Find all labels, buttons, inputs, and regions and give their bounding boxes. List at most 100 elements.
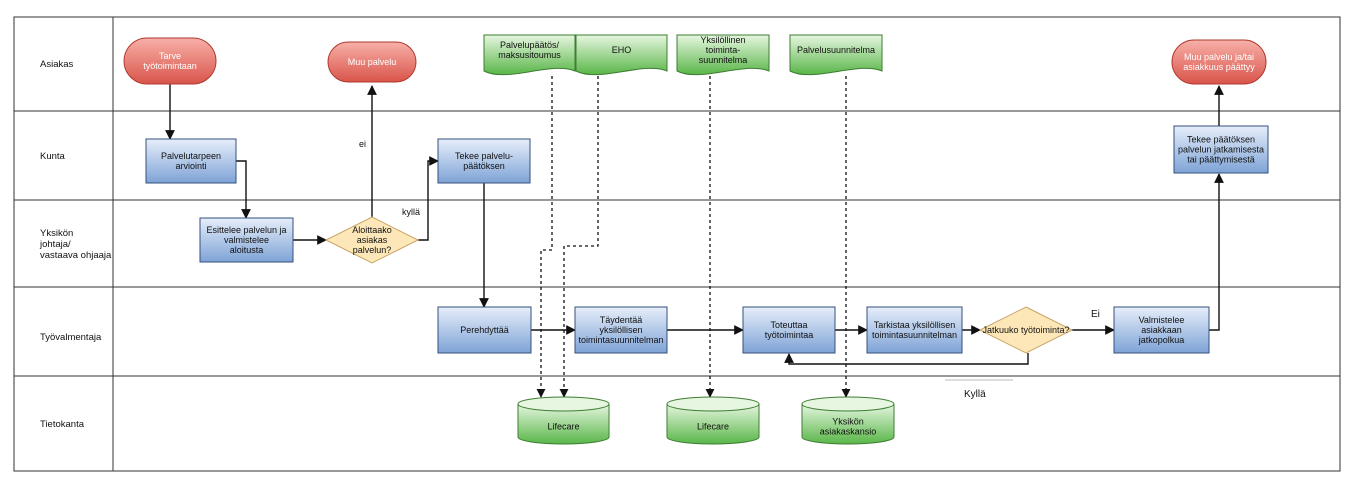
node-text-doc-eho-0: EHO — [612, 45, 632, 55]
shape-valmistelee — [1113, 306, 1210, 354]
edge-arviointi-to-esittelee — [236, 160, 251, 219]
node-text-doc-palvelupaatos-0: Palvelupäätös/ — [500, 40, 560, 50]
node-text-muu-palvelu-paattyy-0: Muu palvelu ja/tai — [1184, 52, 1254, 62]
shape-tarve — [123, 37, 217, 85]
lane-label-yksikko-2: vastaava ohjaaja — [40, 250, 112, 261]
node-text-muu-palvelu-paattyy-1: asiakkuus päättyy — [1183, 62, 1255, 72]
node-text-taydentaa-1: yksilöllisen — [599, 325, 642, 335]
label-ei-upper: Ei — [1091, 309, 1100, 320]
node-text-tekee-jatko-0: Tekee päätöksen — [1187, 135, 1255, 145]
node-text-doc-yksilollinen-2: suunnitelma — [699, 55, 748, 65]
shape-jatkuuko — [978, 306, 1074, 354]
shape-esittelee — [199, 217, 294, 263]
edge-palvelupaatos-to-lifecare — [536, 76, 553, 398]
shape-db-yksikon — [801, 404, 895, 445]
node-text-aloittaako-0: Aloittaako — [352, 225, 392, 235]
lane-label-yksikko-1: johtaja/ — [39, 239, 71, 250]
shape-top-db-lifecare1 — [517, 396, 610, 412]
edge-aloittaako-kylla-to-paatos — [418, 156, 439, 241]
edge-labels: ei kyllä Ei Kyllä — [359, 139, 1100, 400]
shape-taydentaa — [574, 306, 668, 354]
node-text-jatkuuko-0: Jatkuuko työtoiminta? — [982, 325, 1069, 335]
node-text-tarkistaa-0: Tarkistaa yksilöllisen — [874, 320, 956, 330]
node-perehdyttaa: Perehdyttää — [437, 306, 532, 354]
shape-top-db-yksikon — [801, 396, 895, 412]
node-text-esittelee-1: valmistelee — [224, 235, 269, 245]
node-text-taydentaa-2: toimintasuunnitelman — [578, 335, 663, 345]
node-text-db-yksikon-1: asiakaskansio — [820, 427, 877, 437]
shape-db-lifecare2 — [666, 404, 760, 445]
node-text-tekee-jatko-1: palvelun jatkamisesta — [1178, 145, 1264, 155]
lane-label-kunta-0: Kunta — [40, 151, 66, 162]
edges — [165, 76, 1224, 398]
node-text-palvelutarpeen-arviointi-1: arviointi — [175, 161, 206, 171]
node-esittelee: Esittelee palvelun javalmisteleealoitust… — [199, 217, 294, 263]
node-text-db-lifecare2-0: Lifecare — [697, 422, 729, 432]
node-text-doc-palvelusuunnitelma-0: Palvelusuunnitelma — [797, 45, 875, 55]
node-text-esittelee-2: aloitusta — [230, 245, 264, 255]
node-text-doc-palvelupaatos-1: maksusitoumus — [498, 50, 561, 60]
node-doc-eho: EHO — [575, 34, 668, 76]
node-text-tarve-1: työtoimintaan — [143, 61, 197, 71]
shape-top-db-lifecare2 — [666, 396, 760, 412]
node-text-aloittaako-2: palvelun? — [353, 245, 392, 255]
node-text-esittelee-0: Esittelee palvelun ja — [206, 225, 286, 235]
node-text-valmistelee-0: Valmistelee — [1139, 315, 1185, 325]
shape-palvelutarpeen-arviointi — [145, 138, 237, 184]
node-db-lifecare1: Lifecare — [517, 396, 610, 445]
node-jatkuuko: Jatkuuko työtoiminta? — [978, 306, 1074, 354]
shape-perehdyttaa — [437, 306, 532, 354]
node-text-perehdyttaa-0: Perehdyttää — [460, 325, 509, 335]
node-text-tarve-0: Tarve — [159, 51, 181, 61]
node-doc-palvelupaatos: Palvelupäätös/maksusitoumus — [483, 34, 576, 76]
shape-doc-yksilollinen — [676, 34, 770, 76]
node-text-palvelutarpeen-arviointi-0: Palvelutarpeen — [161, 151, 221, 161]
node-muu-palvelu: Muu palvelu — [327, 41, 417, 83]
shape-doc-eho — [575, 34, 668, 76]
shape-muu-palvelu — [327, 41, 417, 83]
label-ei-lower: ei — [359, 139, 366, 149]
node-text-toteuttaa-1: työtoimintaa — [765, 330, 814, 340]
lane-label-yksikko-0: Yksikön — [40, 228, 73, 239]
node-text-aloittaako-1: asiakas — [357, 235, 388, 245]
node-doc-palvelusuunnitelma: Palvelusuunnitelma — [789, 34, 883, 76]
node-text-tekee-paatoksen-1: päätöksen — [463, 161, 505, 171]
node-text-taydentaa-0: Täydentää — [600, 315, 643, 325]
shape-tekee-jatko — [1173, 125, 1269, 174]
edge-valmistelee-to-jatkopaatos — [1209, 173, 1224, 331]
shape-aloittaako — [324, 216, 420, 264]
node-text-tarkistaa-1: toimintasuunnitelman — [872, 330, 957, 340]
lane-label-asiakas-0: Asiakas — [40, 59, 74, 70]
node-taydentaa: Täydentääyksilöllisentoimintasuunnitelma… — [574, 306, 668, 354]
shape-tarkistaa — [866, 306, 963, 354]
shape-tekee-paatoksen — [437, 138, 531, 184]
node-text-muu-palvelu-0: Muu palvelu — [348, 57, 397, 67]
node-text-tekee-jatko-2: tai päättymisestä — [1187, 155, 1255, 165]
node-tarkistaa: Tarkistaa yksilöllisentoimintasuunnitelm… — [866, 306, 963, 354]
node-text-doc-yksilollinen-0: Yksilöllinen — [700, 35, 745, 45]
node-text-valmistelee-2: jatkopolkua — [1138, 335, 1185, 345]
shape-db-lifecare1 — [517, 404, 610, 445]
shape-doc-palvelusuunnitelma — [789, 34, 883, 76]
lane-label-tyovalmentaja-0: Työvalmentaja — [40, 332, 102, 343]
edge-eho-to-lifecare — [559, 76, 599, 398]
shape-toteuttaa — [742, 306, 836, 354]
shape-muu-palvelu-paattyy — [1171, 39, 1267, 85]
lane-label-tietokanta-0: Tietokanta — [40, 419, 85, 430]
node-text-valmistelee-1: asiakkaan — [1141, 325, 1182, 335]
node-db-lifecare2: Lifecare — [666, 396, 760, 445]
node-text-db-lifecare1-0: Lifecare — [547, 422, 579, 432]
swimlanes — [13, 16, 1341, 472]
